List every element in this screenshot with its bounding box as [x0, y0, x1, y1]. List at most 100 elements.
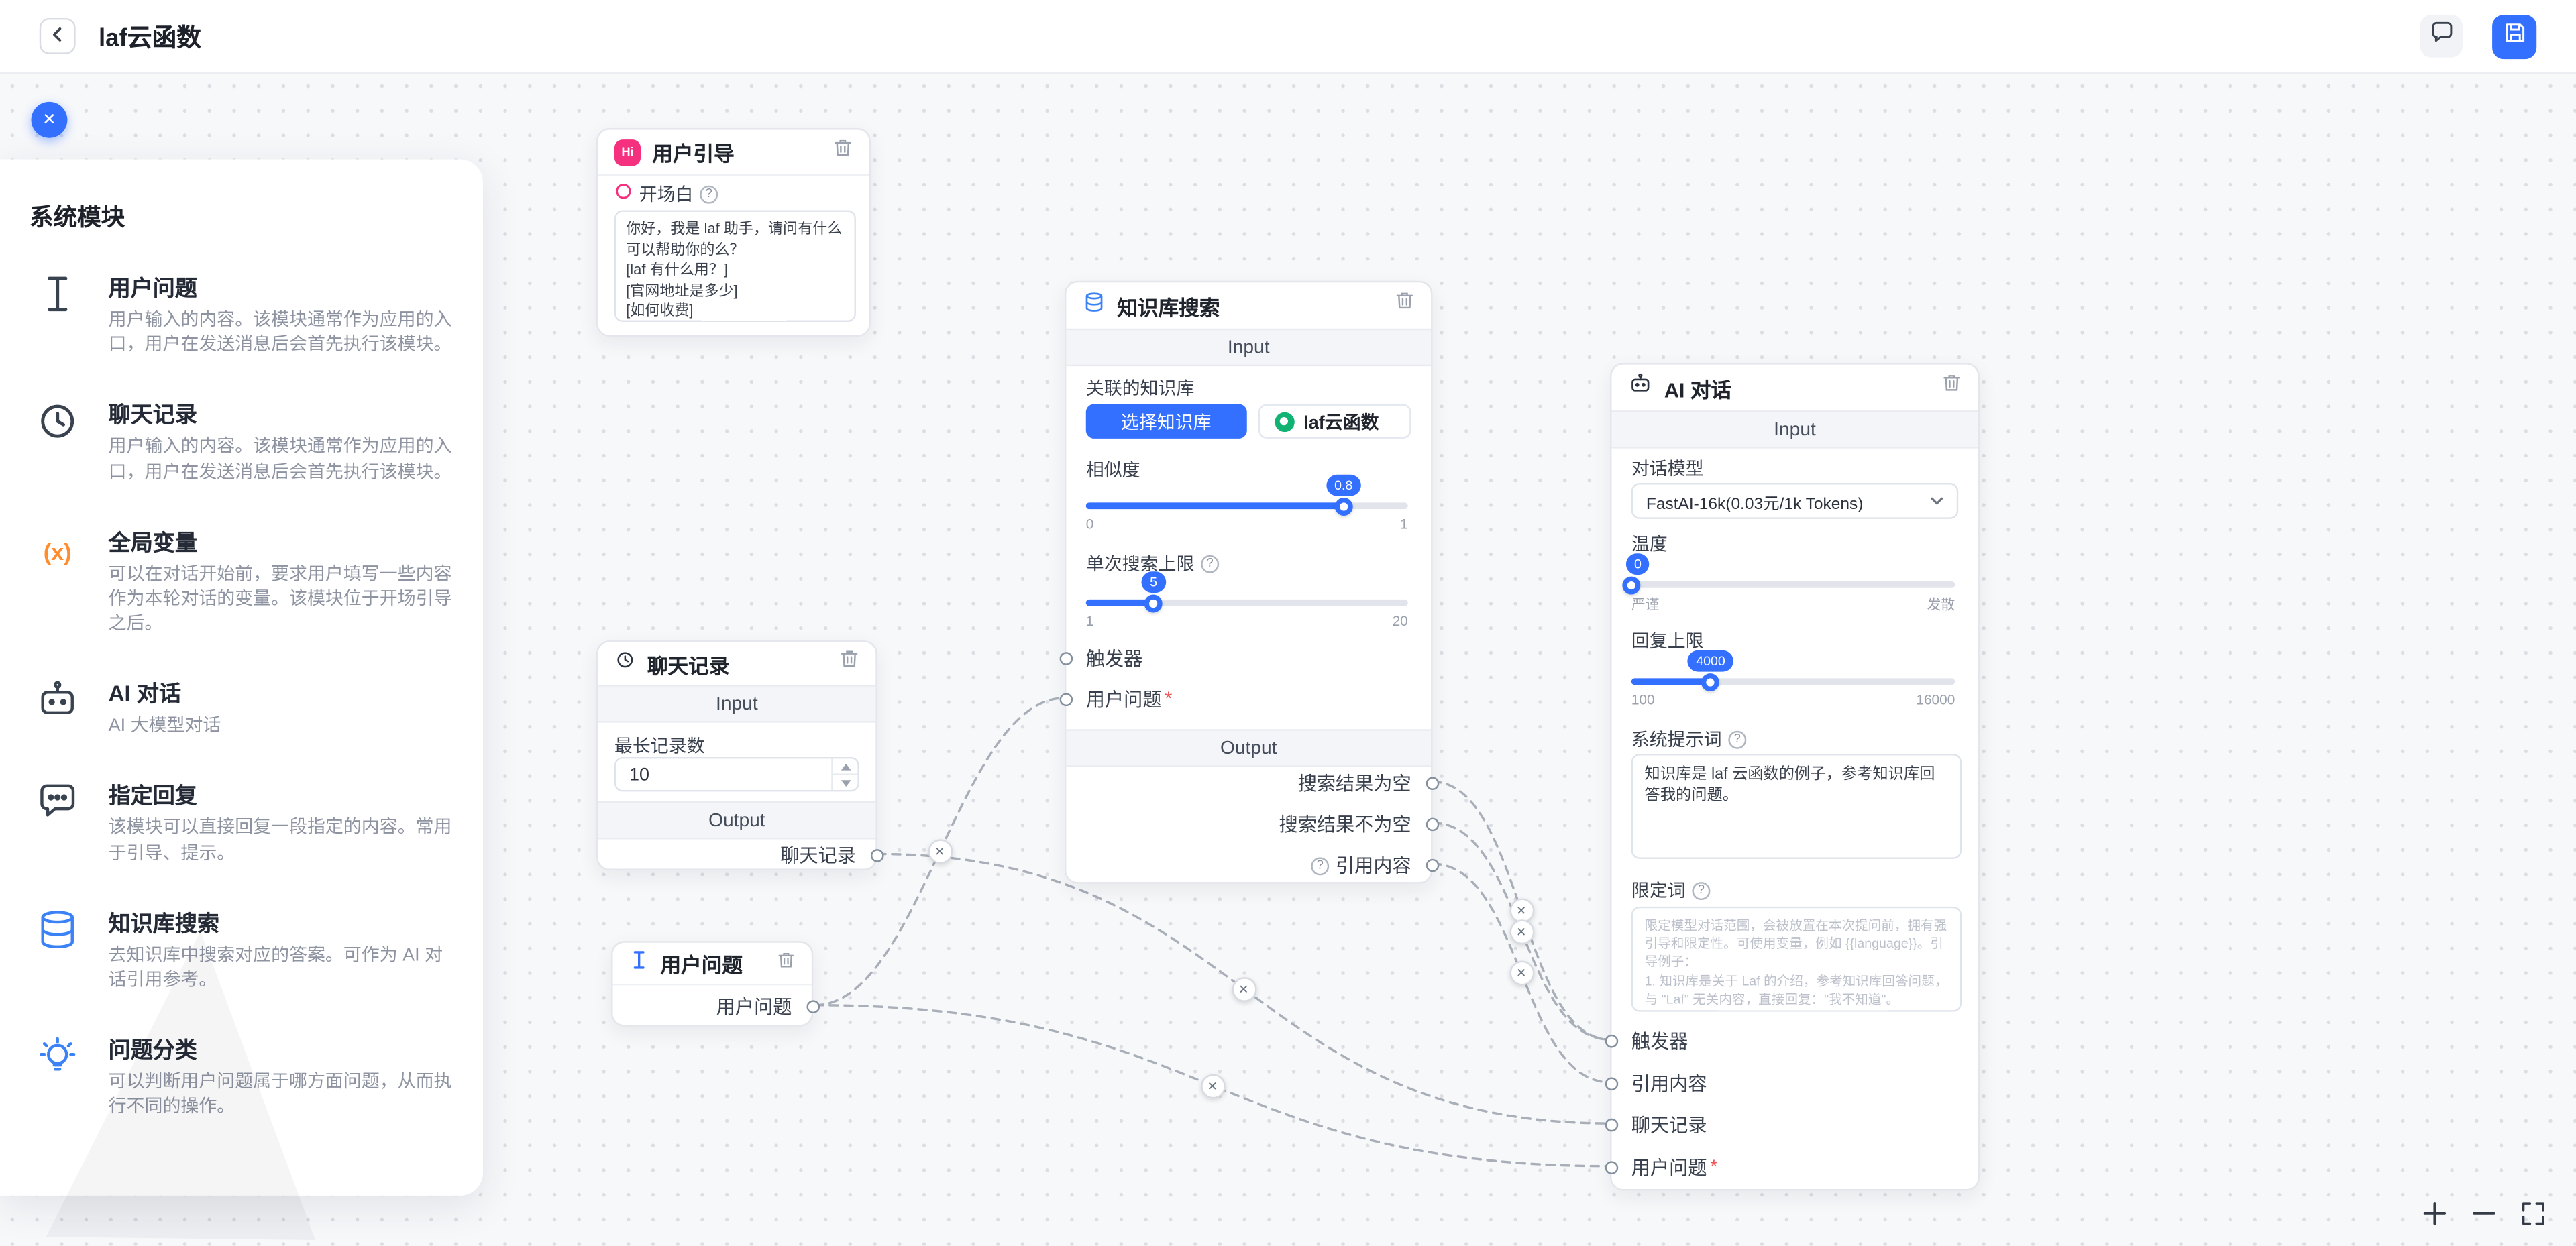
back-button[interactable] [39, 17, 76, 54]
edge-delete-button[interactable] [1199, 1073, 1225, 1098]
dataset-icon [1274, 411, 1294, 431]
system-prompt-textarea[interactable]: 知识库是 laf 云函数的例子，参考知识库回答我的问题。 [1631, 754, 1962, 859]
help-icon[interactable] [1201, 554, 1220, 573]
stepper-down-icon[interactable] [833, 773, 858, 789]
input-port[interactable] [1059, 652, 1072, 665]
node-ai-chat[interactable]: AI 对话 Input 对话模型 FastAI-16k(0.03元/1k Tok… [1604, 363, 1980, 1191]
temperature-slider[interactable]: 0 [1622, 553, 1955, 594]
palette-item-desc: AI 大模型对话 [108, 716, 221, 736]
edge-delete-button[interactable] [1231, 976, 1256, 1001]
node-kb-search[interactable]: 知识库搜索 Input 关联的知识库 选择知识库 laf云函数 相似度 0.8 [1059, 280, 1439, 884]
max-tokens-slider[interactable]: 4000 [1631, 650, 1955, 691]
output-port[interactable] [806, 1000, 819, 1014]
classify-icon [26, 1031, 89, 1121]
save-button[interactable] [2492, 13, 2537, 58]
slider-fill [1085, 502, 1344, 510]
edge-delete-button[interactable] [1509, 897, 1534, 923]
palette-item-chat-history[interactable]: 聊天记录 用户输入的内容。该模块通常作为应用的入口，用户在发送消息后会首先执行该… [26, 396, 457, 486]
help-icon[interactable] [1728, 730, 1747, 748]
input-port[interactable] [1059, 693, 1072, 707]
slider-track[interactable] [1631, 581, 1955, 588]
limit-label: 单次搜索上限 [1085, 555, 1195, 575]
input-section-header: Input [598, 685, 876, 723]
node-title: 用户引导 [652, 143, 735, 166]
input-port[interactable] [1604, 1118, 1618, 1132]
palette-item-user-question[interactable]: 用户问题 用户输入的内容。该模块通常作为应用的入口，用户在发送消息后会首先执行该… [26, 270, 457, 359]
text-cursor-icon [26, 270, 89, 359]
palette-item-specified-reply[interactable]: 指定回复 该模块可以直接回复一段指定的内容。常用于引导、提示。 [26, 777, 457, 866]
welcome-field-icon [614, 182, 633, 205]
palette-item-label: 聊天记录 [108, 402, 197, 428]
input-port[interactable] [1604, 1034, 1618, 1048]
slider-track[interactable] [1085, 599, 1408, 606]
output-port[interactable] [1425, 817, 1439, 832]
palette-item-global-variable[interactable]: (x) 全局变量 可以在对话开始前，要求用户填写一些内容作为本轮对话的变量。该模… [26, 523, 457, 637]
select-dataset-button[interactable]: 选择知识库 [1085, 404, 1246, 439]
slider-handle[interactable] [1622, 575, 1641, 594]
output-port[interactable] [1425, 858, 1439, 872]
database-icon [26, 905, 89, 994]
zoom-out-button[interactable] [2469, 1199, 2498, 1227]
node-chat-history[interactable]: 聊天记录 Input 最长记录数 Output 聊天记录 [596, 640, 883, 870]
stepper-up-icon[interactable] [833, 758, 858, 773]
trash-icon[interactable] [833, 137, 853, 166]
slider-track[interactable] [1631, 678, 1955, 685]
trigger-label: 触发器 [1085, 650, 1143, 671]
max-records-input[interactable] [614, 756, 859, 792]
close-palette-button[interactable] [31, 101, 68, 138]
similarity-label: 相似度 [1085, 461, 1140, 482]
help-icon[interactable] [1311, 856, 1330, 875]
input-port[interactable] [1604, 1161, 1618, 1175]
dataset-tag[interactable]: laf云函数 [1257, 404, 1411, 439]
edge-delete-button[interactable] [927, 838, 953, 863]
slider-value-badge: 5 [1141, 571, 1166, 593]
palette-item-desc: 可以判断用户问题属于哪方面问题，从而执行不同的操作。 [108, 1072, 452, 1117]
zoom-in-button[interactable] [2420, 1199, 2448, 1227]
canvas-controls [2420, 1199, 2546, 1227]
fit-view-button[interactable] [2518, 1199, 2546, 1227]
edge-delete-button[interactable] [1509, 960, 1534, 985]
node-user-question[interactable]: 用户问题 用户问题 [611, 941, 819, 1027]
welcome-textarea[interactable]: 你好，我是 laf 助手，请问有什么可以帮助你的么？ [laf 有什么用？] [… [614, 210, 856, 323]
trash-icon[interactable] [839, 648, 859, 678]
trash-icon[interactable] [1942, 373, 1962, 402]
trash-icon[interactable] [777, 948, 795, 978]
flow-canvas[interactable]: 系统模块 用户问题 用户输入的内容。该模块通常作为应用的入口，用户在发送消息后会… [0, 74, 2576, 1246]
search-limit-slider[interactable]: 5 [1085, 571, 1408, 612]
help-icon[interactable] [700, 184, 718, 203]
output-port[interactable] [1425, 777, 1439, 790]
topbar-actions [2420, 13, 2537, 58]
limit-prompt-textarea[interactable] [1631, 906, 1962, 1012]
trash-icon[interactable] [1395, 290, 1414, 320]
history-label: 聊天记录 [1631, 1117, 1707, 1137]
text-cursor-icon [629, 948, 649, 978]
slider-max: 20 [1392, 612, 1408, 629]
slider-handle[interactable] [1701, 672, 1720, 691]
dataset-tag-label: laf云函数 [1303, 412, 1379, 433]
slider-handle[interactable] [1144, 593, 1163, 612]
slider-min-label: 严谨 [1631, 596, 1660, 613]
palette-item-desc: 该模块可以直接回复一段指定的内容。常用于引导、提示。 [108, 818, 452, 864]
similarity-slider[interactable]: 0.8 [1085, 474, 1408, 515]
model-value: FastAI-16k(0.03元/1k Tokens) [1646, 495, 1864, 514]
output-port[interactable] [869, 849, 883, 862]
limit-prompt-label: 限定词 [1631, 882, 1686, 902]
slider-min: 0 [1085, 515, 1094, 532]
palette-item-question-classify[interactable]: 问题分类 可以判断用户问题属于哪方面问题，从而执行不同的操作。 [26, 1031, 457, 1121]
node-user-guide[interactable]: Hi 用户引导 开场白 你好，我是 laf 助手，请问有什么可以帮助你的么？ [… [596, 128, 871, 337]
node-title: AI 对话 [1664, 378, 1732, 402]
help-icon[interactable] [1692, 881, 1711, 899]
input-port[interactable] [1604, 1077, 1618, 1091]
palette-item-ai-chat[interactable]: AI 对话 AI 大模型对话 [26, 675, 457, 740]
edge-delete-button[interactable] [1509, 919, 1534, 944]
chat-bubble-icon [2429, 19, 2454, 52]
save-icon [2503, 21, 2526, 52]
palette-item-label: AI 对话 [108, 681, 182, 707]
max-records-value[interactable] [616, 758, 832, 790]
model-select[interactable]: FastAI-16k(0.03元/1k Tokens) [1631, 483, 1959, 519]
palette-item-kb-search[interactable]: 知识库搜索 去知识库中搜索对应的答案。可作为 AI 对话引用参考。 [26, 905, 457, 994]
chat-preview-button[interactable] [2420, 15, 2463, 58]
slider-handle[interactable] [1334, 496, 1353, 515]
palette-item-label: 用户问题 [108, 276, 197, 301]
